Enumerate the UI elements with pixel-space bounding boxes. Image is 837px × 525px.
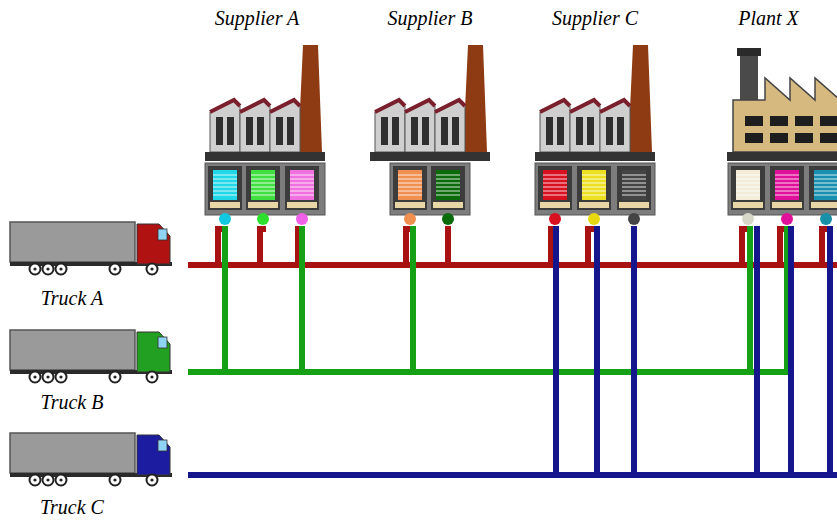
dock-door [617,166,651,210]
factory-building [535,45,655,161]
dock-door [809,166,837,210]
node-label: Truck A [41,286,103,310]
platform [727,152,837,161]
chimney [740,55,758,101]
plant-hall [733,78,837,152]
dock-dot [820,213,832,225]
dock-dot [404,213,416,225]
truck-icon [10,222,172,275]
dock-dot [781,213,793,225]
site-node: Supplier C [535,2,655,226]
node-label: Supplier A [215,6,300,30]
dock-panel [535,163,655,215]
dock-door [538,166,572,210]
route-line [188,226,830,475]
node-label: Plant X [738,6,799,30]
dock-door [770,166,804,210]
dock-door [431,166,465,210]
site-node: Supplier A [192,2,322,226]
window [745,116,763,126]
node-label: Supplier B [388,6,473,30]
window [745,133,763,143]
dock-door [731,166,765,210]
dock-panel [390,163,470,215]
dock-dot [257,213,269,225]
dock-dot [219,213,231,225]
dock-panel [205,163,325,215]
dock-door [246,166,280,210]
dock-dot [742,213,754,225]
chimney-cap [737,48,761,56]
node-label: Truck C [40,495,104,519]
window [770,133,788,143]
truck-node: Truck A [8,216,188,310]
truck-node: Truck C [8,425,188,519]
node-label: Truck B [41,390,104,414]
factory-building [205,45,325,161]
window [820,116,837,126]
dock-dot [628,213,640,225]
dock-dot [442,213,454,225]
plant-building [727,48,837,161]
dock-door [285,166,319,210]
route-line [188,226,302,265]
node-label: Supplier C [552,6,638,30]
factory-building [370,45,490,161]
dock-dot [296,213,308,225]
window [795,133,813,143]
site-node: Supplier B [370,2,490,226]
dock-door [208,166,242,210]
route-line [188,226,634,475]
route-line [188,226,302,372]
window [795,116,813,126]
truck-icon [10,330,172,383]
route-line [188,226,594,265]
window [770,116,788,126]
window [820,133,837,143]
route-line [188,226,826,265]
route-line [188,226,787,372]
truck-node: Truck B [8,320,188,414]
site-node: Plant X [722,2,837,226]
dock-door [577,166,611,210]
truck-icon [10,433,172,486]
route-line [188,226,413,372]
dock-dot [588,213,600,225]
dock-door [393,166,427,210]
dock-dot [549,213,561,225]
